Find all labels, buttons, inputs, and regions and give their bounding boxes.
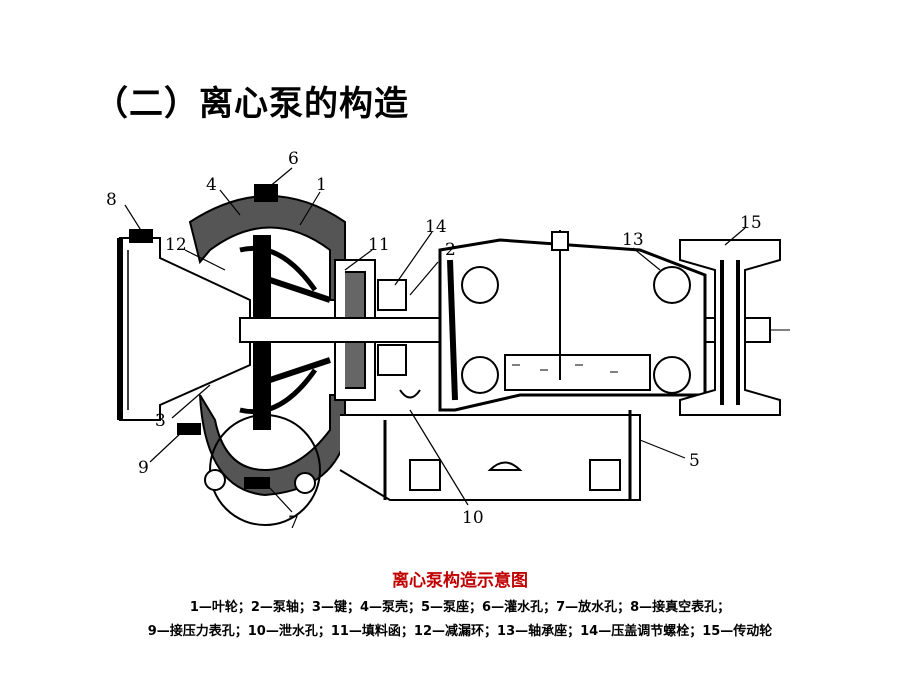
callout-7: 7: [288, 513, 299, 533]
callout-4: 4: [206, 175, 217, 195]
pump-base: [339, 414, 641, 501]
legend-line-1: 1—叶轮；2—泵轴；3—键；4—泵壳；5—泵座；6—灌水孔；7—放水孔；8—接真…: [189, 600, 731, 615]
callout-5: 5: [689, 451, 700, 471]
callout-14: 14: [425, 217, 447, 237]
callout-1: 1: [316, 175, 327, 195]
callout-12: 12: [165, 235, 187, 255]
page-title: （二）离心泵的构造: [94, 84, 409, 124]
callout-9: 9: [138, 458, 149, 478]
callout-10: 10: [462, 508, 484, 528]
callout-3: 3: [155, 411, 166, 431]
callout-13: 13: [622, 230, 644, 250]
drive-pulley: [679, 239, 781, 416]
legend-line-2: 9—接压力表孔；10—泄水孔；11—填料函；12—减漏环；13—轴承座；14—压…: [147, 624, 773, 639]
callout-11: 11: [368, 235, 390, 255]
suction-inlet: [119, 237, 251, 421]
callout-6: 6: [288, 149, 299, 169]
callout-8: 8: [106, 190, 117, 210]
figure-caption: 离心泵构造示意图: [392, 571, 528, 591]
centrifugal-pump-diagram: 1 2 3 4 5 6 7 8 9 10 11 12 13 14 15: [106, 149, 790, 533]
callout-labels: 1 2 3 4 5 6 7 8 9 10 11 12 13 14 15: [106, 149, 762, 533]
callout-15: 15: [740, 213, 762, 233]
callout-2: 2: [445, 240, 456, 260]
